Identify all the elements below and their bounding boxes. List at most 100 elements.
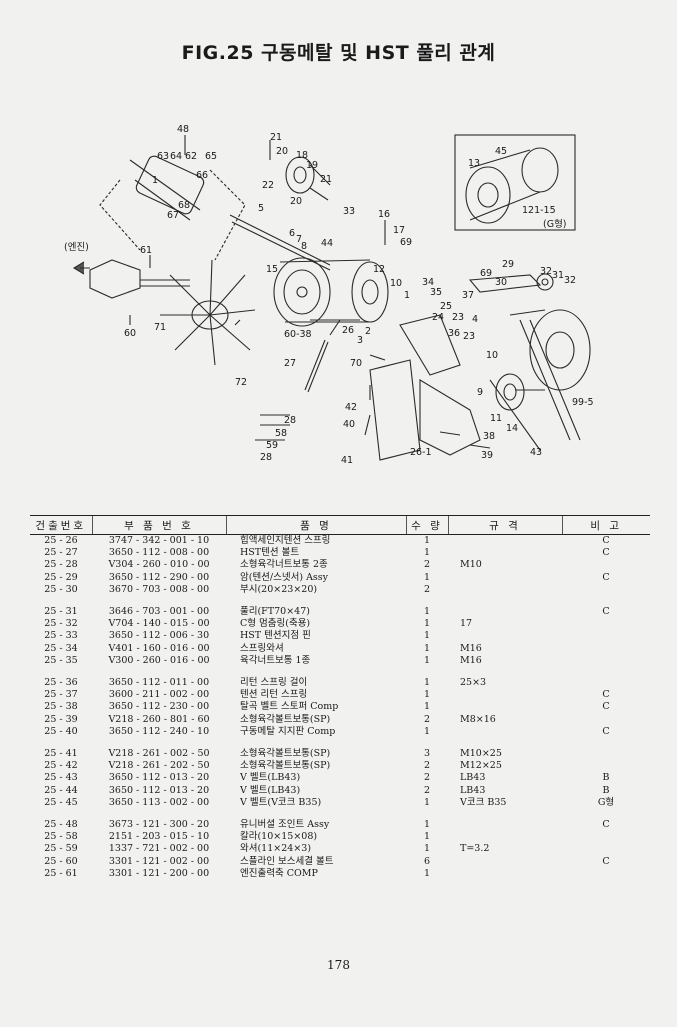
- callout-label: 31: [552, 270, 564, 281]
- illustration-number-cell: 25 - 44: [44, 784, 78, 796]
- note-cell: C: [602, 606, 610, 618]
- illustration-number-cell: 25 - 59: [44, 843, 78, 855]
- spec-cell: [448, 630, 562, 642]
- spacer-cell: [30, 667, 650, 677]
- callout-label: 66: [196, 170, 208, 181]
- callout-label: 23: [452, 312, 464, 323]
- note-cell: [562, 868, 650, 880]
- callout-label: 13: [468, 158, 480, 169]
- part-number-cell: V300 - 260 - 016 - 00: [108, 654, 210, 666]
- part-name-cell: V 벨트(LB43): [240, 772, 301, 784]
- quantity-cell: 1: [423, 606, 431, 618]
- part-number-cell: V304 - 260 - 010 - 00: [108, 559, 210, 571]
- part-name-cell: 스프링와셔: [240, 642, 284, 654]
- part-number-cell: 3650 - 112 - 230 - 00: [108, 701, 210, 713]
- part-name-cell: 리턴 스프링 걸이: [240, 677, 308, 689]
- spec-cell: V코크 B35: [460, 796, 507, 808]
- part-name-cell: 와셔(11×24×3): [240, 843, 312, 855]
- callout-label: 61: [140, 245, 152, 256]
- part-name-cell: 힙액세인지텐션 스프링: [240, 535, 331, 546]
- illustration-number-cell: 25 - 48: [44, 819, 78, 831]
- illustration-number-cell: 25 - 37: [44, 689, 78, 701]
- callout-label: 25: [440, 301, 452, 312]
- illustration-number-cell: 25 - 45: [44, 796, 78, 808]
- illustration-number-cell: 25 - 43: [44, 772, 78, 784]
- spec-cell: M10: [460, 559, 482, 571]
- part-name-cell: 유니버셜 조인트 Assy: [240, 819, 330, 831]
- callout-label: 65: [205, 151, 217, 162]
- quantity-cell: 3: [423, 748, 431, 760]
- part-number-cell: 3650 - 113 - 002 - 00: [108, 796, 210, 808]
- illustration-number-cell: 25 - 31: [44, 606, 78, 618]
- table-row: 25 - 39 V218 - 260 - 801 - 60 소형육각볼트보통(SP)…: [30, 714, 650, 726]
- part-number-cell: 3650 - 112 - 240 - 10: [108, 725, 210, 737]
- callout-label: 2: [365, 326, 371, 337]
- illustration-number-cell: 25 - 32: [44, 618, 78, 630]
- quantity-cell: 2: [423, 784, 431, 796]
- part-number-cell: 1337 - 721 - 002 - 00: [108, 843, 210, 855]
- callout-label: 68: [178, 200, 190, 211]
- callout-label: 64: [170, 151, 182, 162]
- callout-label: (G형): [543, 219, 567, 230]
- header-cell: 수 량: [405, 515, 448, 535]
- exploded-parts-diagram: 48 63 64 62 65 66 1 68 67 21 20 18 19 22…: [40, 110, 660, 475]
- note-cell: C: [602, 701, 610, 713]
- part-name-cell: 구동메탈 지지판 Comp: [240, 725, 336, 737]
- part-number-cell: 3650 - 112 - 013 - 20: [108, 784, 210, 796]
- group-spacer: [30, 596, 650, 606]
- spec-cell: [448, 868, 562, 880]
- note-cell: [562, 760, 650, 772]
- quantity-cell: 1: [423, 867, 431, 879]
- spec-cell: [448, 726, 562, 738]
- part-number-cell: V218 - 260 - 801 - 60: [108, 713, 210, 725]
- part-number-cell: 3650 - 112 - 013 - 20: [108, 772, 210, 784]
- callout-label: 19: [306, 160, 318, 171]
- callout-label: 71: [154, 322, 166, 333]
- part-number-cell: V401 - 160 - 016 - 00: [108, 642, 210, 654]
- part-name-cell: HST텐션 볼트: [240, 547, 300, 559]
- note-cell: [562, 748, 650, 760]
- callout-label: 42: [345, 402, 357, 413]
- note-cell: [562, 643, 650, 655]
- spec-cell: [448, 856, 562, 868]
- illustration-number-cell: 25 - 27: [44, 547, 78, 559]
- part-number-cell: V704 - 140 - 015 - 00: [108, 618, 210, 630]
- spacer-cell: [30, 596, 650, 606]
- spec-cell: M16: [460, 642, 482, 654]
- callout-label: 23: [463, 331, 475, 342]
- header-cell: 규 격: [447, 515, 562, 535]
- callout-label: 27: [284, 358, 296, 369]
- note-cell: C: [602, 689, 610, 701]
- diagram-svg: 48 63 64 62 65 66 1 68 67 21 20 18 19 22…: [64, 124, 594, 466]
- quantity-cell: 2: [423, 760, 431, 772]
- part-name-cell: 스플라인 보스세결 볼트: [240, 855, 334, 867]
- callout-label: 59: [266, 440, 278, 451]
- quantity-cell: 1: [423, 630, 431, 642]
- callout-label: 48: [177, 124, 189, 135]
- spec-cell: 17: [460, 618, 473, 630]
- part-name-cell: 부시(20×23×20): [240, 583, 318, 595]
- callout-label: 99-5: [572, 397, 594, 408]
- part-name-cell: 암(텐션/스넷서) Assy: [240, 571, 329, 583]
- spec-cell: M16: [460, 654, 482, 666]
- spec-cell: [448, 584, 562, 596]
- part-name-cell: 소형육각볼트보통(SP): [240, 713, 331, 725]
- part-name-cell: 풀리(FT70×47): [240, 606, 310, 618]
- spec-cell: LB43: [460, 784, 486, 796]
- illustration-number-cell: 25 - 39: [44, 713, 78, 725]
- note-cell: [562, 584, 650, 596]
- quantity-cell: 1: [423, 642, 431, 654]
- callout-label: 26: [342, 325, 354, 336]
- callout-label: 40: [343, 419, 355, 430]
- callout-label: 35: [430, 287, 442, 298]
- quantity-cell: 1: [423, 547, 431, 559]
